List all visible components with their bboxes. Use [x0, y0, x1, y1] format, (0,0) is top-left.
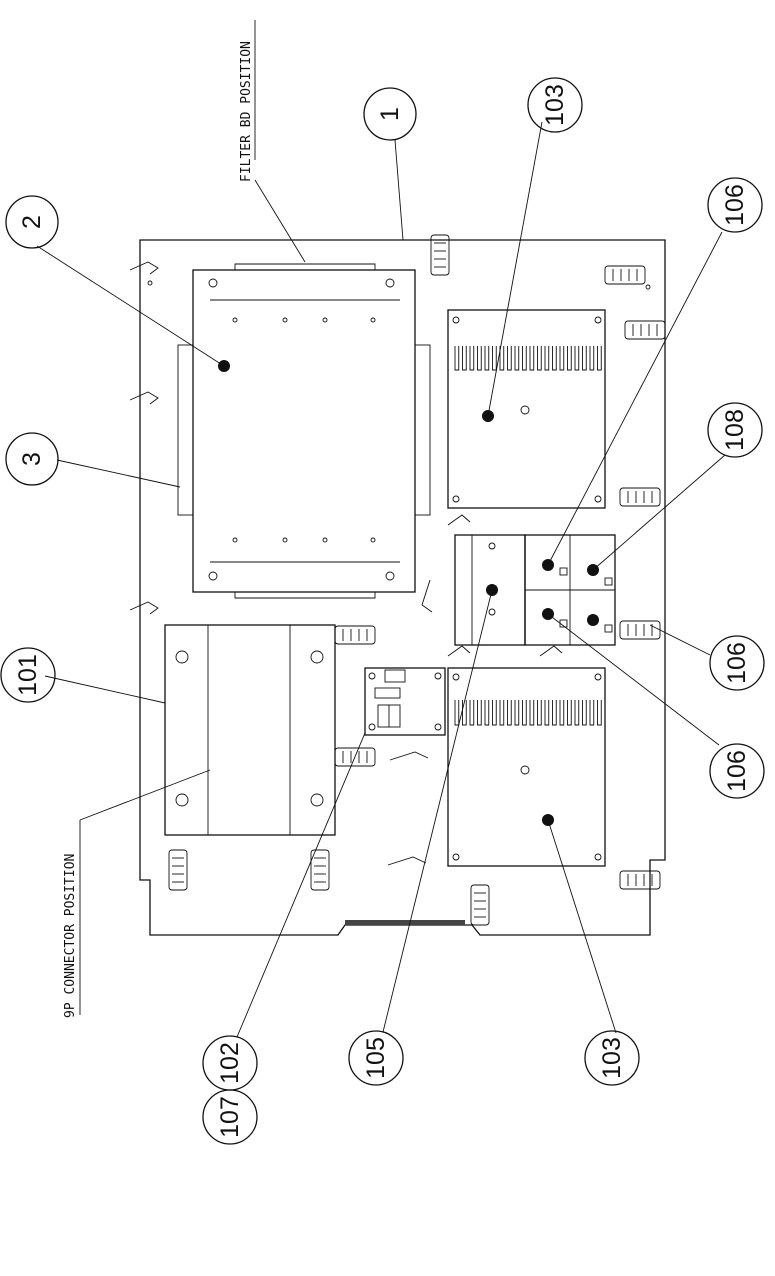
cable-clamp — [430, 234, 450, 276]
callout-108: 108 — [707, 402, 763, 458]
filter-board — [177, 263, 431, 599]
note-filter-bd-position: FILTER BD POSITION — [239, 41, 254, 182]
svg-text:106: 106 — [723, 642, 751, 684]
svg-text:108: 108 — [721, 409, 749, 451]
leader-lines — [36, 20, 726, 1038]
terminal-block — [164, 624, 336, 836]
hooks — [129, 261, 651, 866]
cable-clamps — [168, 234, 666, 926]
callout-107: 107 — [202, 1089, 258, 1145]
cable-clamp — [334, 625, 376, 645]
cable-clamp — [619, 487, 661, 507]
svg-text:3: 3 — [18, 452, 46, 466]
callout-106-top: 106 — [707, 177, 763, 233]
callout-3: 3 — [5, 432, 59, 486]
svg-text:103: 103 — [541, 84, 569, 126]
svg-text:2: 2 — [18, 215, 46, 229]
cable-clamp — [604, 265, 646, 285]
svg-text:101: 101 — [14, 654, 42, 696]
callout-106-low: 106 — [709, 743, 765, 799]
cable-clamp — [310, 849, 330, 891]
note-9p-connector-position: 9P CONNECTOR POSITION — [63, 854, 78, 1018]
cable-clamp — [624, 320, 666, 340]
heatsink-module-top — [447, 309, 606, 509]
svg-text:103: 103 — [598, 1037, 626, 1079]
control-board — [364, 667, 446, 736]
svg-text:107: 107 — [216, 1096, 244, 1138]
svg-text:102: 102 — [216, 1042, 244, 1084]
relay-group — [454, 534, 616, 646]
callout-101: 101 — [0, 647, 56, 703]
callouts: 1 2 3 101 103 106 108 106 — [0, 77, 765, 1145]
cable-clamp — [168, 849, 188, 891]
callout-103-top: 103 — [527, 77, 583, 133]
callout-105: 105 — [348, 1030, 404, 1086]
callout-102: 102 — [202, 1035, 258, 1091]
svg-text:1: 1 — [376, 107, 404, 121]
cable-clamp — [470, 884, 490, 926]
callout-2: 2 — [5, 195, 59, 249]
svg-text:106: 106 — [721, 184, 749, 226]
callout-103-bottom: 103 — [584, 1030, 640, 1086]
heatsink-module-bottom — [447, 667, 606, 867]
chassis-plate — [139, 239, 666, 936]
cable-clamp — [334, 747, 376, 767]
cable-clamp — [619, 620, 661, 640]
svg-text:106: 106 — [723, 750, 751, 792]
svg-text:105: 105 — [362, 1037, 390, 1079]
hatched-strip — [345, 920, 465, 925]
callout-1: 1 — [363, 87, 417, 141]
callout-106-mid: 106 — [709, 635, 765, 691]
cable-clamp — [619, 870, 661, 890]
